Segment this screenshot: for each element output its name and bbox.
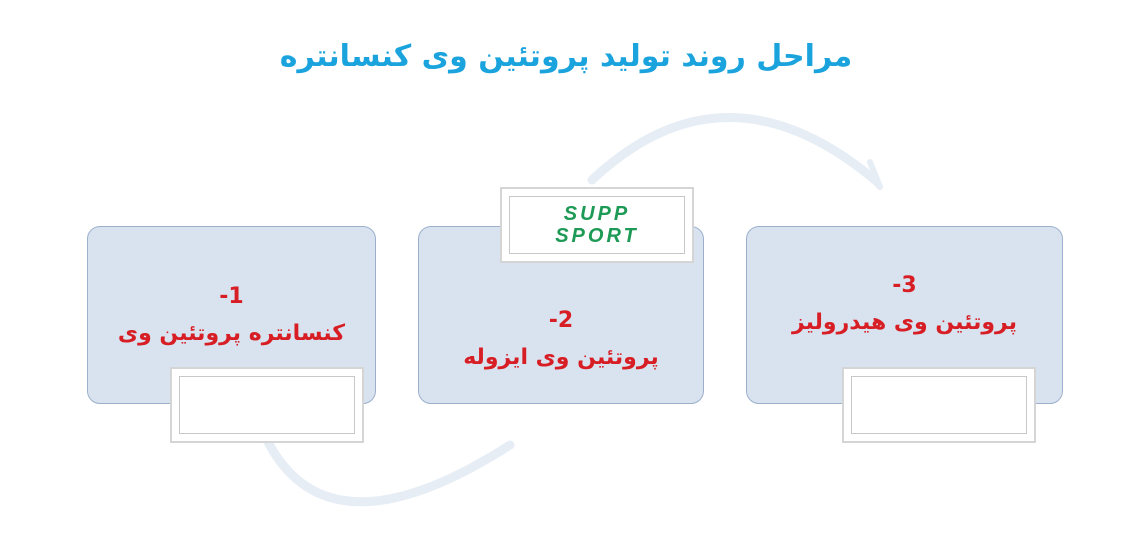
top-curved-arrow [587, 113, 880, 185]
frame-inner-border [851, 376, 1027, 434]
supp-sport-logo: SUPP SPORT [510, 195, 684, 255]
image-placeholder-frame [842, 367, 1036, 443]
diagram-title: مراحل روند تولید پروتئین وی کنسانتره [279, 39, 853, 74]
step-label: پروتئین وی ایزوله [463, 345, 659, 370]
step-number: -1 [219, 284, 244, 309]
logo-frame: SUPP SPORT [500, 187, 694, 263]
logo-line-2: SPORT [555, 225, 639, 247]
step-label: کنسانتره پروتئین وی [117, 321, 346, 346]
step-number: -2 [548, 308, 574, 333]
top-arrowhead [859, 159, 883, 190]
logo-line-1: SUPP [563, 203, 631, 225]
frame-inner-border [509, 196, 685, 254]
bottom-curved-arrow [263, 437, 515, 507]
step-number: -3 [892, 273, 917, 298]
image-placeholder-frame [170, 367, 364, 443]
frame-inner-border [179, 376, 355, 434]
step-label: پروتئین وی هیدرولیز [791, 310, 1017, 335]
